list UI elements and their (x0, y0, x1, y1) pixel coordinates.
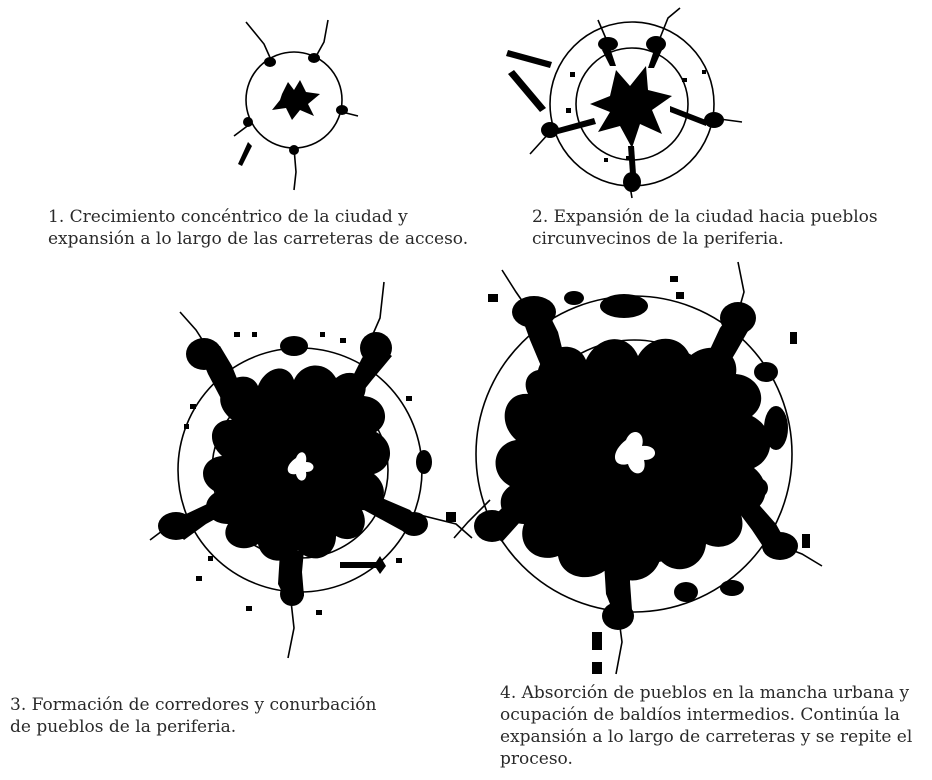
stage-3-diagram (149, 281, 473, 659)
center-void (614, 432, 656, 474)
connector (628, 146, 636, 174)
road (415, 513, 473, 539)
town (280, 336, 308, 356)
road (245, 21, 273, 63)
town (264, 57, 276, 67)
arrow (238, 142, 252, 166)
town (598, 37, 618, 51)
town (602, 602, 634, 630)
village (570, 72, 575, 77)
town (720, 302, 756, 334)
village (396, 558, 402, 563)
town (360, 332, 392, 364)
town (764, 406, 788, 450)
road (453, 499, 491, 539)
corridor (604, 560, 632, 614)
village (340, 338, 346, 343)
stage-2-diagram (506, 7, 743, 199)
town (400, 512, 428, 536)
connector (602, 48, 616, 66)
town (289, 145, 299, 155)
town (754, 362, 778, 382)
town (674, 582, 698, 602)
city-core (272, 80, 320, 120)
town (186, 338, 222, 370)
village (196, 576, 202, 581)
village (320, 332, 325, 337)
town (646, 36, 666, 52)
town (158, 512, 194, 540)
village (604, 158, 608, 162)
town (416, 450, 432, 474)
village (670, 276, 678, 282)
village (184, 424, 189, 429)
village (406, 396, 412, 401)
arrow (340, 556, 386, 574)
arrow (508, 70, 546, 112)
village (790, 332, 797, 344)
town (512, 296, 556, 328)
stage-1-diagram (233, 19, 359, 191)
arrow (506, 50, 552, 68)
village (626, 156, 631, 160)
town (748, 478, 768, 498)
village (566, 108, 571, 113)
connector (558, 118, 596, 134)
stage-2-caption: 2. Expansión de la ciudad hacia pueblos … (532, 207, 878, 249)
town (762, 532, 798, 560)
village (676, 292, 684, 299)
village (316, 610, 322, 615)
town (600, 294, 648, 318)
town (474, 510, 510, 542)
town (704, 112, 724, 128)
village (488, 294, 498, 302)
village (682, 78, 687, 82)
village (592, 632, 602, 650)
stage-4-diagram (446, 261, 823, 675)
town (564, 291, 584, 305)
stage-3-caption: 3. Formación de corredores y conurbación… (10, 695, 377, 737)
village (802, 534, 810, 548)
connector (670, 106, 706, 126)
town (720, 580, 744, 596)
village (446, 512, 456, 522)
village (252, 332, 257, 337)
village (702, 70, 706, 74)
stage-4-caption: 4. Absorción de pueblos en la mancha urb… (500, 683, 913, 769)
town (243, 117, 253, 127)
village (208, 556, 213, 561)
connector (648, 50, 662, 68)
town (541, 122, 559, 138)
town (623, 172, 641, 192)
town (336, 105, 348, 115)
village (234, 332, 240, 337)
village (190, 404, 196, 409)
village (592, 662, 602, 674)
center-void (287, 452, 314, 481)
city-core (590, 66, 672, 148)
road (293, 147, 297, 191)
village (246, 606, 252, 611)
stage-1-caption: 1. Crecimiento concéntrico de la ciudad … (48, 207, 469, 249)
town (280, 582, 304, 606)
town (308, 53, 320, 63)
